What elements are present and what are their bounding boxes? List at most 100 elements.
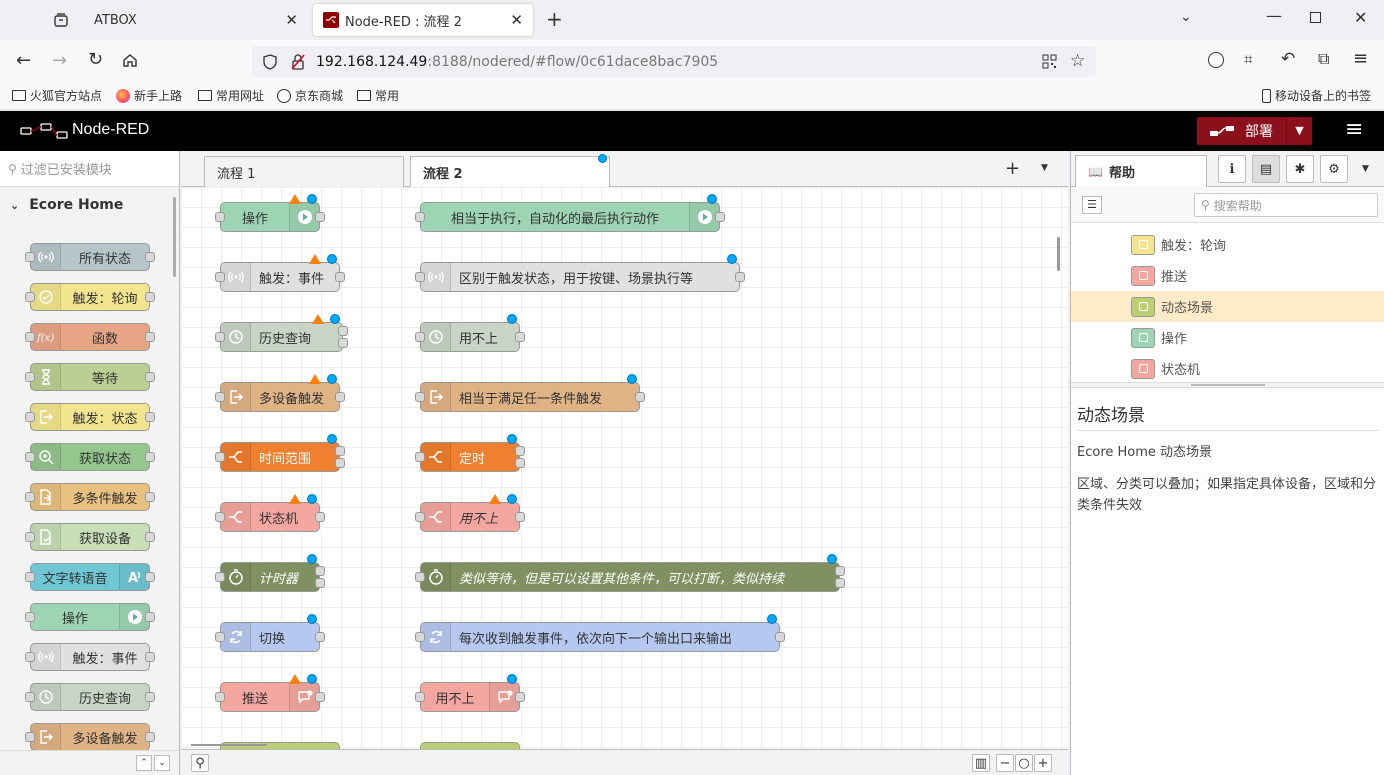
palette-node[interactable]: 获取状态 [30, 443, 150, 471]
tab-flow-1[interactable]: 流程 1 [204, 156, 404, 187]
input-port[interactable] [25, 412, 35, 422]
input-port[interactable] [25, 572, 35, 582]
bookmark-item[interactable]: 火狐官方站点 [12, 87, 102, 104]
input-port[interactable] [215, 272, 225, 282]
bookmark-item[interactable]: 常用网址 [198, 87, 264, 104]
input-port[interactable] [215, 452, 225, 462]
output-port[interactable] [515, 512, 525, 522]
help-tree-item[interactable]: 动态场景 [1071, 291, 1384, 322]
palette-node[interactable]: 历史查询 [30, 683, 150, 711]
flow-node[interactable]: 类似等待，但是可以设置其他条件，可以打断，类似持续 [420, 562, 840, 592]
back-icon[interactable]: ← [16, 50, 32, 71]
tab-flow-2[interactable]: 流程 2 [410, 154, 610, 188]
flow-node[interactable]: 推送 [220, 682, 320, 712]
deploy-button[interactable]: 部署 ▼ [1197, 117, 1312, 145]
output-port[interactable] [515, 332, 525, 342]
help-tree-item[interactable]: 状态机 [1071, 353, 1384, 384]
flow-node[interactable]: 历史查询 [220, 322, 343, 352]
crop-icon[interactable]: ⌗ [1244, 50, 1253, 68]
palette-node[interactable]: 等待 [30, 363, 150, 391]
palette-node[interactable]: 多设备触发 [30, 723, 150, 751]
flow-node[interactable]: 状态机 [220, 502, 320, 532]
output-port[interactable] [515, 692, 525, 702]
input-port[interactable] [215, 332, 225, 342]
flow-node[interactable]: 切换 [220, 622, 320, 652]
input-port[interactable] [25, 532, 35, 542]
input-port[interactable] [215, 692, 225, 702]
home-icon[interactable] [122, 52, 138, 68]
output-port[interactable] [775, 632, 785, 642]
tab-help[interactable]: 📖 帮助 [1075, 155, 1207, 187]
flow-node[interactable]: 时间范围 [220, 442, 340, 472]
palette-node[interactable]: 所有状态 [30, 243, 150, 271]
flow-node[interactable]: 计时器 [220, 562, 320, 592]
zoom-in-button[interactable]: + [1034, 754, 1052, 772]
output-port[interactable] [145, 332, 155, 342]
qr-code-icon[interactable] [1042, 54, 1057, 69]
output-port[interactable] [315, 632, 325, 642]
account-icon[interactable] [1208, 52, 1224, 68]
input-port[interactable] [25, 372, 35, 382]
palette-node[interactable]: 操作 [30, 603, 150, 631]
debug-bug-icon[interactable]: ✱ [1286, 155, 1314, 183]
output-port[interactable] [145, 412, 155, 422]
flow-node[interactable]: 相当于满足任一条件触发 [420, 382, 640, 412]
output-port[interactable] [145, 652, 155, 662]
palette-node[interactable]: 触发：轮询 [30, 283, 150, 311]
list-tabs-icon[interactable]: ⌄ [1180, 9, 1192, 25]
input-port[interactable] [25, 612, 35, 622]
output-port[interactable] [315, 512, 325, 522]
sidebar-splitter[interactable] [1071, 382, 1384, 388]
output-port[interactable] [145, 292, 155, 302]
flow-node-partial[interactable] [420, 742, 520, 749]
palette-scrollbar[interactable] [173, 197, 176, 277]
input-port[interactable] [25, 332, 35, 342]
zoom-out-button[interactable]: − [996, 754, 1014, 772]
flow-node[interactable]: 每次收到触发事件，依次向下一个输出口来输出 [420, 622, 780, 652]
add-flow-button[interactable]: + [1005, 158, 1021, 179]
toc-toggle-button[interactable]: ☰ [1082, 196, 1102, 214]
output-port[interactable] [145, 252, 155, 262]
extensions-icon[interactable]: ⧉ [1318, 49, 1330, 68]
input-port[interactable] [25, 692, 35, 702]
output-port[interactable] [335, 272, 345, 282]
input-port[interactable] [25, 252, 35, 262]
output-port[interactable] [145, 532, 155, 542]
input-port[interactable] [415, 452, 425, 462]
input-port[interactable] [215, 392, 225, 402]
help-tree-item[interactable]: 触发：轮询 [1071, 229, 1384, 260]
input-port[interactable] [415, 272, 425, 282]
output-port[interactable] [335, 392, 345, 402]
flow-canvas[interactable]: 操作相当于执行，自动化的最后执行动作触发：事件区别于触发状态，用于按键、场景执行… [181, 187, 1068, 749]
output-port[interactable] [315, 692, 325, 702]
output-port[interactable] [735, 272, 745, 282]
shield-icon[interactable] [262, 53, 278, 70]
maximize-button[interactable] [1310, 12, 1321, 23]
output-port[interactable] [335, 446, 345, 456]
output-port[interactable] [145, 692, 155, 702]
output-port[interactable] [145, 372, 155, 382]
output-port[interactable] [635, 392, 645, 402]
collapse-all-button[interactable]: ⌃ [136, 755, 152, 771]
browser-tab-nodered[interactable]: Node-RED : 流程 2 ✕ [313, 4, 533, 36]
canvas-vscrollbar[interactable] [1057, 237, 1060, 271]
output-port[interactable] [515, 458, 525, 468]
browser-tab-atbox[interactable]: ATBOX ✕ [84, 4, 308, 36]
bookmark-item[interactable]: 京东商城 [277, 87, 343, 104]
input-port[interactable] [25, 652, 35, 662]
forward-icon[interactable]: → [52, 50, 68, 71]
input-port[interactable] [415, 572, 425, 582]
search-flows-button[interactable]: ⚲ [191, 754, 209, 772]
output-port[interactable] [335, 458, 345, 468]
close-window-button[interactable]: ✕ [1354, 8, 1368, 27]
deploy-menu-caret-icon[interactable]: ▼ [1286, 117, 1312, 145]
flow-node[interactable]: 触发：事件 [220, 262, 340, 292]
flow-node[interactable]: 用不上 [420, 322, 520, 352]
palette-node[interactable]: f(x)函数 [30, 323, 150, 351]
reload-icon[interactable]: ↻ [88, 49, 104, 70]
close-icon[interactable]: ✕ [285, 11, 298, 29]
palette-filter-input[interactable]: ⚲ 过滤已安装模块 [0, 151, 179, 187]
output-port[interactable] [145, 732, 155, 742]
input-port[interactable] [215, 512, 225, 522]
